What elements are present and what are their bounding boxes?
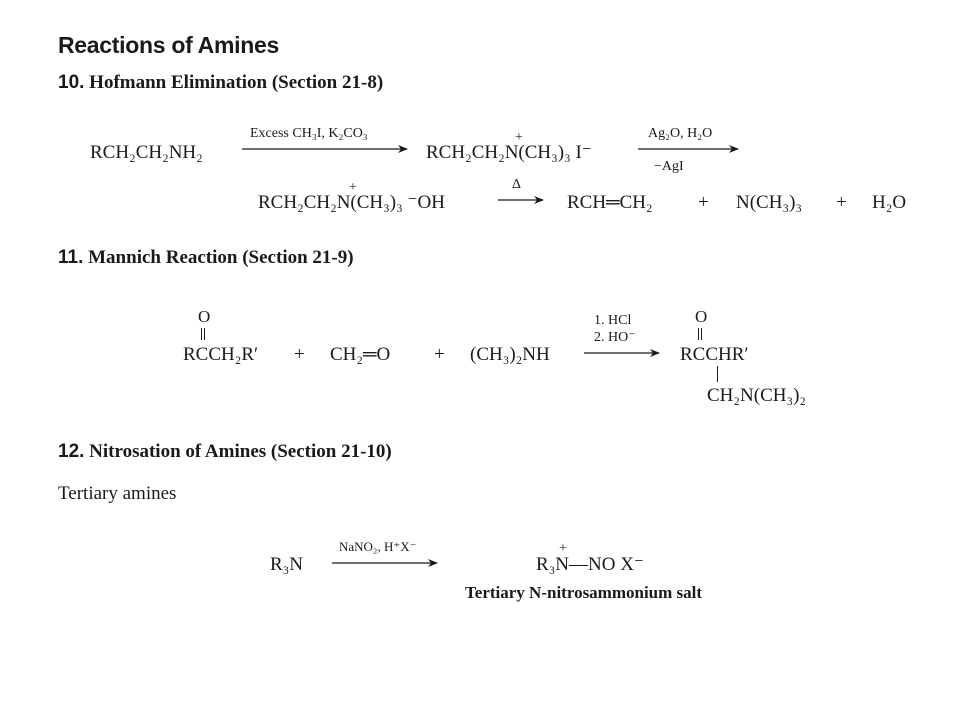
- mannich-amine: (CH₃)₂NH: [470, 344, 550, 365]
- nitrosation-reactant: R₃N: [270, 554, 304, 575]
- plus-sign: +: [434, 344, 445, 365]
- mannich-formaldehyde: CH₂═O: [330, 344, 391, 365]
- section-number: 12.: [58, 441, 85, 462]
- positive-charge: +: [515, 130, 523, 145]
- section-number: 10.: [58, 72, 85, 93]
- reaction-arrow: [584, 349, 660, 357]
- hofmann-reactant: RCH₂CH₂NH₂: [90, 142, 203, 163]
- reaction-arrow: [242, 145, 408, 153]
- reaction-arrow: [332, 559, 438, 567]
- carbonyl-oxygen: O: [198, 307, 211, 326]
- section-heading-mannich: 11. Mannich Reaction (Section 21-9): [58, 248, 354, 267]
- section-title: Hofmann Elimination (Section 21-8): [89, 72, 384, 93]
- product-alkene: RCH═CH₂: [567, 192, 653, 213]
- plus-sign: +: [294, 344, 305, 365]
- mannich-product-substituent: CH₂N(CH₃)₂: [707, 385, 807, 406]
- section-title: Mannich Reaction (Section 21-9): [88, 247, 354, 268]
- nitrosation-product: R₃N—NO X⁻: [536, 554, 644, 575]
- carbonyl-oxygen: O: [695, 307, 708, 326]
- positive-charge: +: [559, 541, 567, 556]
- reaction-arrow: [498, 196, 544, 204]
- mannich-ketone: RCCH₂R′: [183, 344, 259, 365]
- section-number: 11.: [58, 247, 84, 268]
- single-bond: [717, 366, 718, 382]
- heat-symbol: Δ: [512, 177, 522, 192]
- reaction-arrow: [638, 145, 739, 153]
- section-title: Nitrosation of Amines (Section 21-10): [89, 441, 392, 462]
- hofmann-intermediate: RCH₂CH₂N(CH₃)₃ I⁻: [426, 142, 592, 163]
- nitrosation-product-caption: Tertiary N-nitrosammonium salt: [465, 583, 703, 602]
- hofmann-reagent-1: Excess CH₃I, K₂CO₃: [250, 126, 368, 141]
- section-heading-hofmann: 10. Hofmann Elimination (Section 21-8): [58, 73, 383, 92]
- carbonyl-double-bond: [698, 328, 702, 340]
- hofmann-reagent-2: Ag₂O, H₂O: [648, 126, 713, 141]
- nitrosation-subtitle: Tertiary amines: [58, 483, 177, 504]
- plus-sign: +: [836, 192, 847, 213]
- mannich-step-1: 1. HCl: [594, 313, 632, 328]
- hofmann-reagent-2-byproduct: −AgI: [654, 159, 684, 174]
- nitrosation-reagent: NaNO₂, H⁺X⁻: [339, 539, 417, 554]
- product-amine: N(CH₃)₃: [736, 192, 803, 213]
- plus-sign: +: [698, 192, 709, 213]
- product-water: H₂O: [872, 192, 907, 213]
- section-heading-nitrosation: 12. Nitrosation of Amines (Section 21-10…: [58, 442, 392, 461]
- page-title: Reactions of Amines: [58, 32, 279, 58]
- hofmann-hydroxide: RCH₂CH₂N(CH₃)₃ ⁻OH: [258, 192, 445, 213]
- carbonyl-double-bond: [201, 328, 205, 340]
- mannich-step-2: 2. HO⁻: [594, 330, 636, 345]
- mannich-product: RCCHR′: [680, 344, 749, 365]
- positive-charge: +: [349, 180, 357, 195]
